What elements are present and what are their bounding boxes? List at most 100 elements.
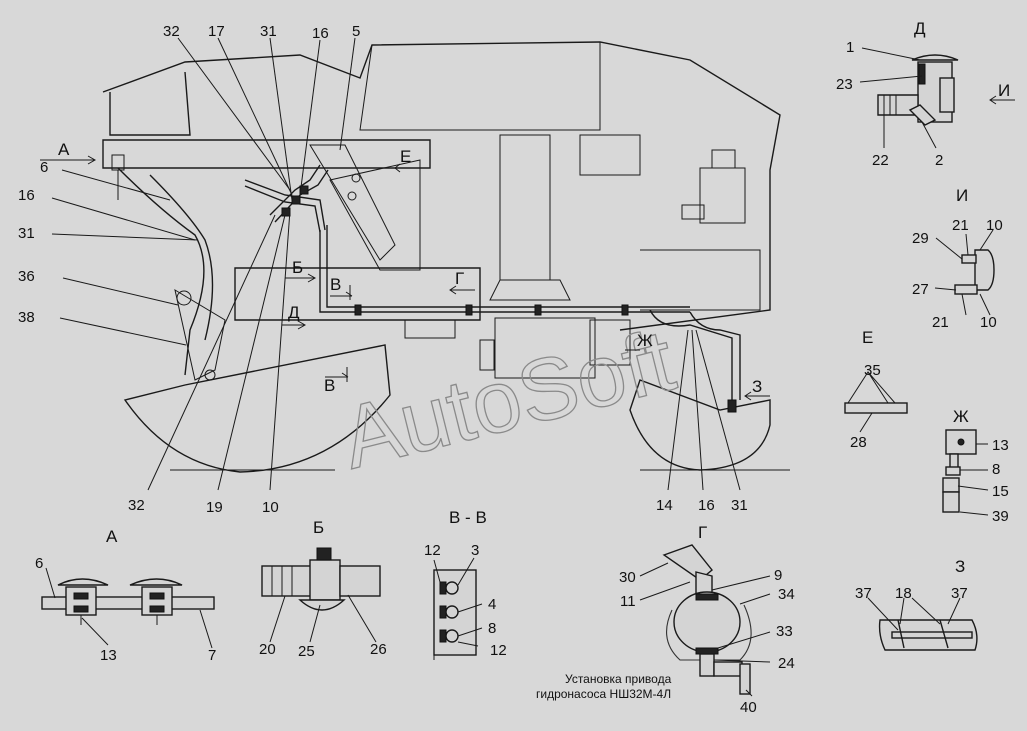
- pump-top: [711, 149, 736, 169]
- view-a-nut-2: [149, 592, 165, 600]
- arrow-b: [285, 273, 317, 283]
- view-marker-arrows: [40, 95, 1015, 401]
- view-b-top-nut: [316, 547, 332, 561]
- label-6-left: 6: [40, 159, 48, 176]
- view-a-nut-1: [73, 592, 89, 600]
- view-g-label-24: 24: [778, 655, 795, 672]
- view-d-bolt: [918, 63, 926, 85]
- view-i-label-10a: 10: [986, 217, 1003, 234]
- mark-v2: В: [324, 376, 335, 395]
- view-a-cap-1: [57, 578, 109, 586]
- column-base: [489, 279, 571, 301]
- hood-panel: [359, 42, 601, 131]
- pump-outlet: [681, 204, 705, 220]
- view-g-caption-line1: Установка привода: [565, 672, 672, 686]
- label-32-top: 32: [163, 23, 180, 40]
- view-b-label-26: 26: [370, 641, 387, 658]
- view-vv-label-12a: 12: [424, 542, 441, 559]
- valve-block: [589, 319, 631, 366]
- view-g: Г 30 11 9 34 33 24 40 Установка привода …: [536, 523, 795, 716]
- hydraulic-line-4: [649, 309, 733, 408]
- view-vv-nut-3: [439, 629, 447, 643]
- hydraulic-line-2: [326, 225, 690, 308]
- left-bracket-pin: [176, 290, 192, 306]
- arrow-a: [40, 155, 97, 165]
- arrow-v2: [325, 367, 349, 382]
- label-32-bottom: 32: [128, 497, 145, 514]
- view-i-label-21a: 21: [952, 217, 969, 234]
- left-wheel: [123, 344, 391, 473]
- fitting-1: [281, 207, 291, 217]
- view-i-label-27: 27: [912, 281, 929, 298]
- right-wheel: [629, 379, 771, 471]
- view-a-label-13: 13: [100, 647, 117, 664]
- view-b-hose-ribs: [271, 566, 293, 596]
- hydraulic-tank: [329, 159, 421, 271]
- control-plate: [309, 144, 396, 261]
- view-z-ties: [897, 619, 949, 649]
- view-zh-nut: [945, 466, 961, 476]
- mark-g: Г: [455, 269, 464, 288]
- label-10-bottom: 10: [262, 499, 279, 516]
- view-z-label-37b: 37: [951, 585, 968, 602]
- view-d-title: Д: [914, 19, 926, 38]
- view-b-label-25: 25: [298, 643, 315, 660]
- left-hose-outer: [117, 167, 205, 376]
- view-b: Б 20 25 26: [259, 518, 387, 660]
- tank-fitting: [479, 339, 495, 371]
- main-view-labels: 32 17 31 16 5 6 16 31 36 38 32 19 10 14 …: [18, 23, 762, 516]
- label-31-top: 31: [260, 23, 277, 40]
- clamp-1: [354, 304, 362, 316]
- riser-line-1: [269, 164, 321, 216]
- arrow-d: [282, 320, 307, 330]
- view-b-hose-right: [339, 565, 381, 597]
- label-14: 14: [656, 497, 673, 514]
- cylinder-body: [404, 319, 456, 339]
- view-z: З 37 18 37: [855, 557, 978, 651]
- view-b-body: [309, 559, 341, 601]
- arrow-z: [744, 391, 770, 401]
- clamp-2: [465, 304, 473, 316]
- view-zh-label-8: 8: [992, 461, 1000, 478]
- view-d-label-2: 2: [935, 152, 943, 169]
- label-16-top: 16: [312, 25, 329, 42]
- plate-bolt-2: [347, 191, 357, 201]
- view-zh-stem: [949, 453, 959, 469]
- label-31-bottom: 31: [731, 497, 748, 514]
- view-zh-hose: [942, 491, 960, 513]
- watermark: AutoSoft: [332, 310, 683, 488]
- view-a-label-6: 6: [35, 555, 43, 572]
- view-vv-nut-2: [439, 605, 447, 619]
- view-g-hose: [739, 663, 751, 695]
- view-zh-title: Ж: [953, 407, 969, 426]
- view-b-title: Б: [313, 518, 324, 537]
- view-g-title: Г: [698, 523, 707, 542]
- view-i: И 29 21 10 27 21 10: [912, 186, 1003, 331]
- view-vv-label-3: 3: [471, 542, 479, 559]
- view-g-label-40: 40: [740, 699, 757, 716]
- view-g-caption-line2: гидронасоса НШ32М-4Л: [536, 687, 671, 701]
- label-5: 5: [352, 23, 360, 40]
- view-i-label-29: 29: [912, 230, 929, 247]
- mark-e: Е: [400, 147, 411, 166]
- frame-beam: [102, 139, 431, 169]
- view-g-label-30: 30: [619, 569, 636, 586]
- view-vv-nut-1: [439, 581, 447, 595]
- view-zh-label-13: 13: [992, 437, 1009, 454]
- plate-bolt-1: [351, 173, 361, 183]
- view-z-title: З: [955, 557, 965, 576]
- view-e-label-35: 35: [864, 362, 881, 379]
- view-e: Е 35 28: [844, 328, 908, 451]
- view-e-label-28: 28: [850, 434, 867, 451]
- view-a: А 6 13 7: [35, 527, 216, 664]
- view-a-cap-2: [129, 578, 183, 586]
- label-19: 19: [206, 499, 223, 516]
- view-vv-label-12b: 12: [490, 642, 507, 659]
- view-g-label-11: 11: [620, 593, 636, 610]
- view-d-elbow: [908, 104, 937, 126]
- view-z-label-37a: 37: [855, 585, 872, 602]
- view-b-label-20: 20: [259, 641, 276, 658]
- line-end-fitting: [727, 399, 737, 413]
- view-vv-bolt-2: [445, 605, 459, 619]
